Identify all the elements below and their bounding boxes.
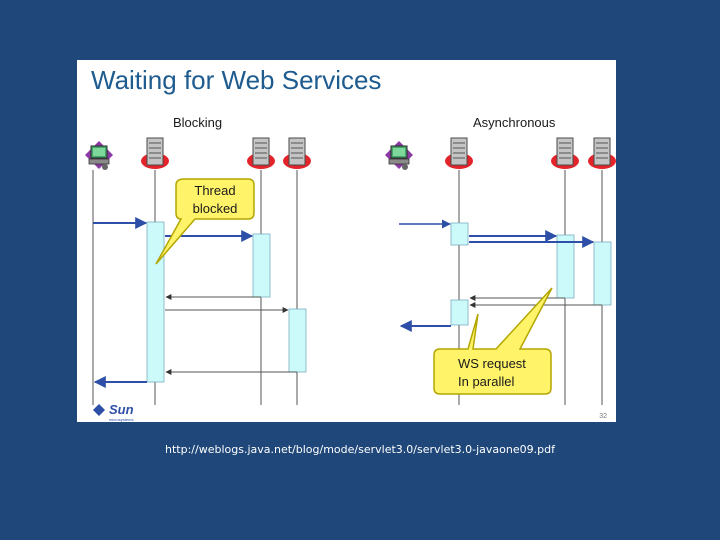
- server-icon: [140, 137, 170, 170]
- activation-bar: [450, 299, 469, 326]
- slide: Waiting for Web Services: [77, 60, 616, 422]
- client-computer-icon: [384, 140, 414, 171]
- callout-line: WS request: [458, 356, 526, 371]
- activation-bar: [288, 308, 307, 373]
- callout-ws-request: WS request In parallel: [433, 287, 553, 395]
- blocking-label: Blocking: [173, 115, 222, 130]
- server-icon: [246, 137, 276, 170]
- activation-bar: [556, 234, 575, 299]
- activation-bar: [593, 241, 612, 306]
- slide-title: Waiting for Web Services: [91, 65, 382, 95]
- callout-thread-blocked: Thread blocked: [155, 178, 255, 265]
- activation-bar: [450, 222, 469, 246]
- callout-line: blocked: [193, 201, 238, 216]
- page-number: 32: [599, 413, 607, 420]
- server-icon: [550, 137, 580, 170]
- server-icon: [282, 137, 312, 170]
- svg-text:Sun: Sun: [109, 402, 134, 417]
- activation-bar: [252, 233, 271, 298]
- server-icon: [587, 137, 616, 170]
- callout-line: In parallel: [458, 374, 514, 389]
- activation-bar: [146, 221, 165, 383]
- asynchronous-label: Asynchronous: [473, 115, 556, 130]
- server-icon: [444, 137, 474, 170]
- sun-logo: Sun microsystems: [93, 402, 134, 422]
- client-computer-icon: [84, 140, 114, 171]
- svg-text:microsystems: microsystems: [109, 417, 133, 422]
- sequence-diagram: Blocking Thread blocked Asynchronous: [84, 115, 616, 422]
- callout-line: Thread: [194, 183, 235, 198]
- source-url-caption: http://weblogs.java.net/blog/mode/servle…: [165, 443, 555, 456]
